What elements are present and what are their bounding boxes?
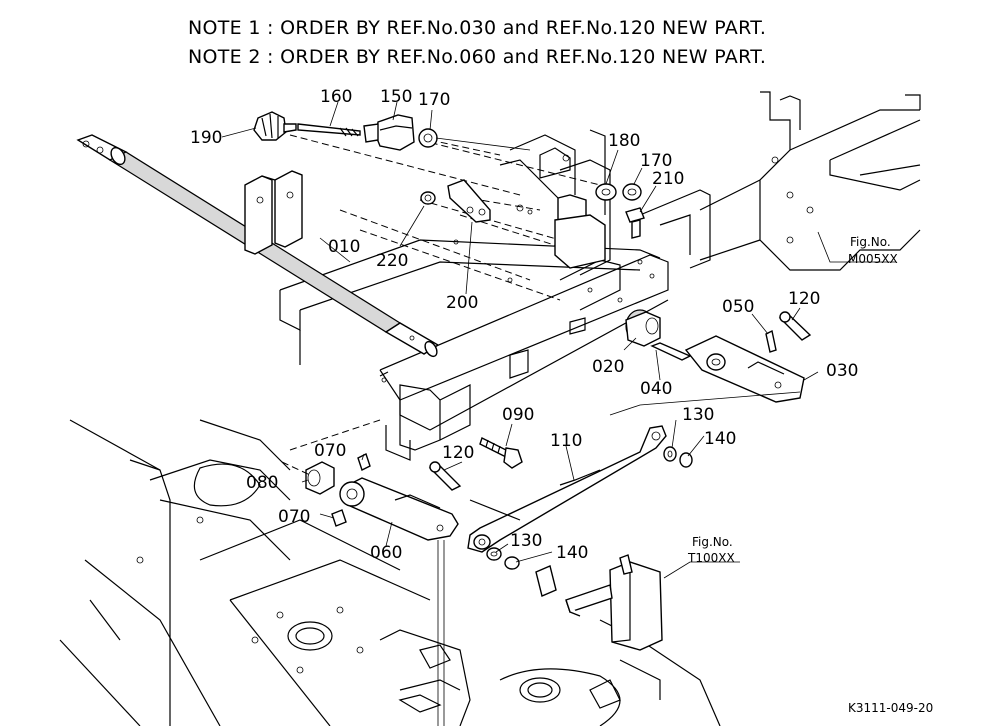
callout-140-lower: 140 xyxy=(556,543,588,563)
notes-block: NOTE 1 : ORDER BY REF.No.030 and REF.No.… xyxy=(188,14,766,72)
callout-040: 040 xyxy=(640,379,672,399)
fig-ref-t100-code: T100XX xyxy=(687,551,735,565)
callout-130-lower: 130 xyxy=(510,531,542,551)
callout-200: 200 xyxy=(446,293,478,313)
fig-ref-m005xx: Fig.No. M005XX xyxy=(848,235,898,266)
fig-ref-m005-code: M005XX xyxy=(848,252,898,266)
leader-lines xyxy=(221,101,896,579)
callout-190: 190 xyxy=(190,128,222,148)
knob-assembly xyxy=(253,111,531,151)
callout-060: 060 xyxy=(370,543,402,563)
callout-170-right: 170 xyxy=(640,151,672,171)
callout-130-right: 130 xyxy=(682,405,714,425)
bracket-t100 xyxy=(535,554,663,651)
callout-160: 160 xyxy=(320,87,352,107)
fig-ref-t100xx: Fig.No. T100XX xyxy=(687,535,735,565)
bolt-090 xyxy=(479,437,523,469)
nuts-180-170-210 xyxy=(554,183,645,269)
callout-labels: 160 150 170 190 180 170 210 010 220 200 … xyxy=(190,87,858,563)
note-1: NOTE 1 : ORDER BY REF.No.030 and REF.No.… xyxy=(188,17,767,39)
drawing-id: K3111-049-20 xyxy=(848,701,933,715)
callout-170-top: 170 xyxy=(418,90,450,110)
part-110-link xyxy=(467,425,667,553)
note-2: NOTE 2 : ORDER BY REF.No.060 and REF.No.… xyxy=(188,46,767,68)
lower-frame-structure xyxy=(59,419,721,726)
callout-030: 030 xyxy=(826,361,858,381)
callout-090: 090 xyxy=(502,405,534,425)
lower-arm-assembly xyxy=(281,419,462,726)
main-frame xyxy=(279,239,669,461)
callout-120-lower: 120 xyxy=(442,443,474,463)
bracket-200 xyxy=(420,179,533,223)
callout-150: 150 xyxy=(380,87,412,107)
callout-020: 020 xyxy=(592,357,624,377)
callout-140-right: 140 xyxy=(704,429,736,449)
callout-180: 180 xyxy=(608,131,640,151)
callout-050: 050 xyxy=(722,297,754,317)
fig-ref-m005-label: Fig.No. xyxy=(850,235,891,249)
callout-120-top: 120 xyxy=(788,289,820,309)
upper-arm-assembly xyxy=(609,309,812,416)
part-010-pipe xyxy=(76,134,440,358)
fig-ref-t100-label: Fig.No. xyxy=(692,535,733,549)
upper-frame-structure xyxy=(499,91,921,276)
callout-210: 210 xyxy=(652,169,684,189)
washers xyxy=(486,446,693,570)
callout-070-bottom: 070 xyxy=(278,507,310,527)
callout-220: 220 xyxy=(376,251,408,271)
callout-110: 110 xyxy=(550,431,582,451)
callout-070-top: 070 xyxy=(314,441,346,461)
callout-080: 080 xyxy=(246,473,278,493)
callout-010: 010 xyxy=(328,237,360,257)
guide-lines-upper xyxy=(289,134,601,301)
